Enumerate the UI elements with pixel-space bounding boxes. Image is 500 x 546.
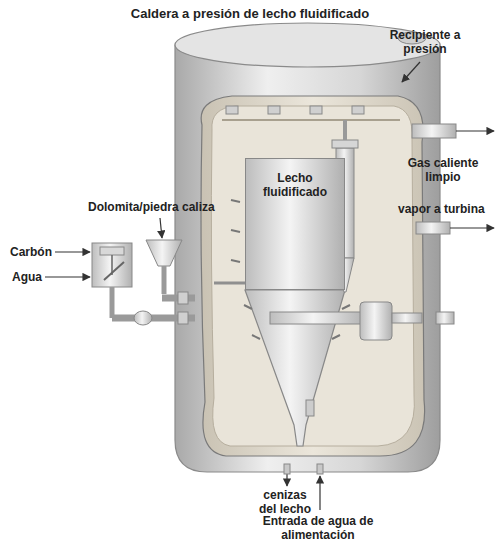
ash-pipe [284,464,290,474]
air-nozzle [231,200,240,202]
steam-arrow [450,227,494,228]
pipe-flange [178,312,188,324]
feedwater-pipe [317,464,323,474]
mixer-paddle [104,262,124,280]
vessel-leader [402,62,420,82]
part-label: cenizas del lecho [254,488,316,516]
part-label: Entrada de agua de alimentación [262,514,374,542]
limestone-arrow [160,218,162,238]
slurry-pipe [110,287,115,318]
air-nozzle [231,230,240,232]
inner-shell [211,106,414,446]
cyclone-outlet [343,120,347,140]
hopper-pipe [162,266,167,294]
feedwater-arrow [319,476,320,510]
fluidized-bed: Lecho fluidificado [245,158,345,290]
slurry-pump [134,311,152,325]
gas-pipe [412,124,456,138]
part-label: Carbón [10,245,52,259]
part-label: Gas caliente limpio [400,156,486,184]
mixer-shaft [111,255,113,275]
air-nozzle [252,335,260,339]
feed-lance [214,282,245,285]
air-nozzle [332,335,340,339]
bottom-duct [270,312,366,324]
mixer-lid [100,247,124,255]
top-nozzle [352,106,364,114]
top-nozzle [268,106,280,114]
water-arrow [45,276,90,277]
top-nozzle [226,106,238,114]
cutaway-interior [201,96,425,456]
coal-water-mixer [92,243,132,287]
pipe-flange [178,292,188,304]
ash-cooler [360,302,392,340]
limestone-hopper [146,240,182,266]
cyclone-head [332,140,358,148]
part-label: vapor a turbina [398,202,485,216]
part-label: Recipiente a presión [388,28,462,56]
side-stub [436,312,454,324]
air-nozzle [231,260,240,262]
drain-valve [306,400,314,416]
steam-pipe [416,222,450,234]
diagram-title: Caldera a presión de lecho fluidificado [0,6,500,21]
air-nozzle [244,305,252,309]
part-label: Agua [12,270,42,284]
coal-arrow [55,251,90,252]
node-label: Lecho fluidificado [257,171,333,199]
part-label: Dolomita/piedra caliza [88,200,215,214]
air-nozzle [342,305,350,309]
pressure-vessel [175,45,440,472]
side-pipe [392,313,422,323]
top-nozzle [310,106,322,114]
gas-arrow [456,130,494,131]
top-header [222,119,400,121]
